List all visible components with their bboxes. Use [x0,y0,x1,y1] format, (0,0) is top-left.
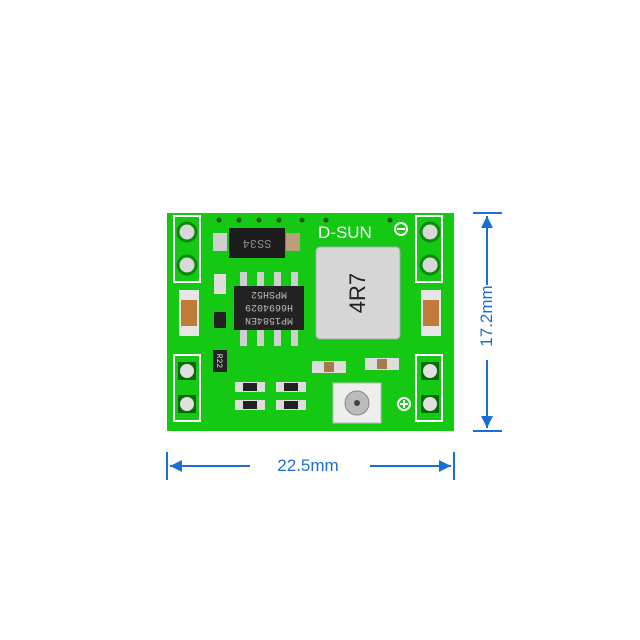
inductor [315,246,401,340]
resistor-r22 [213,350,227,372]
brand-silkscreen: D-SUN [318,223,372,242]
minus-symbol-icon [394,222,408,236]
smd-parts [214,274,399,410]
chip-marking-2: H6694029 [245,301,293,312]
resistor-marking: R22 [214,354,223,369]
chip-marking-3: MPSH52 [251,288,287,299]
diode [229,228,285,258]
chip-marking-1: MP1584EN [245,314,293,325]
diode-marking: SS34 [243,236,272,250]
pcb-board [167,213,454,431]
height-label: 17.2mm [477,285,496,347]
width-dimension-line [166,452,455,480]
vias [216,217,393,223]
width-label: 22.5mm [277,456,339,475]
chip [234,286,304,330]
pin-pads [176,221,441,413]
diode-pad-left [213,233,227,251]
pin-headers [173,215,443,422]
plus-symbol-icon [397,397,411,411]
inductor-marking: 4R7 [345,273,370,313]
diode-pad-right [286,233,300,251]
chip-legs [240,272,298,346]
height-dimension-line [473,212,502,432]
